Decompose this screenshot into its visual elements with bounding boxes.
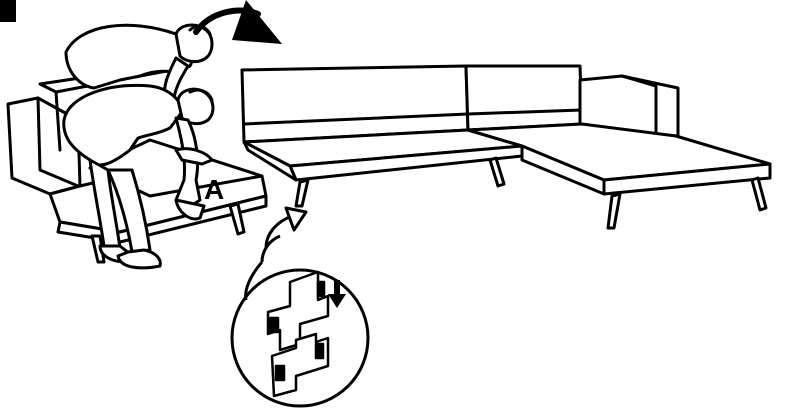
assembled-sofa bbox=[240, 64, 772, 230]
part-label-a: A bbox=[204, 174, 224, 205]
step-marker bbox=[0, 0, 16, 22]
connector-bracket bbox=[266, 270, 330, 398]
down-arrow-icon bbox=[328, 280, 346, 308]
person-front bbox=[62, 83, 215, 270]
curved-arrow-icon bbox=[193, 0, 282, 44]
callout-arrow-icon bbox=[260, 206, 308, 263]
